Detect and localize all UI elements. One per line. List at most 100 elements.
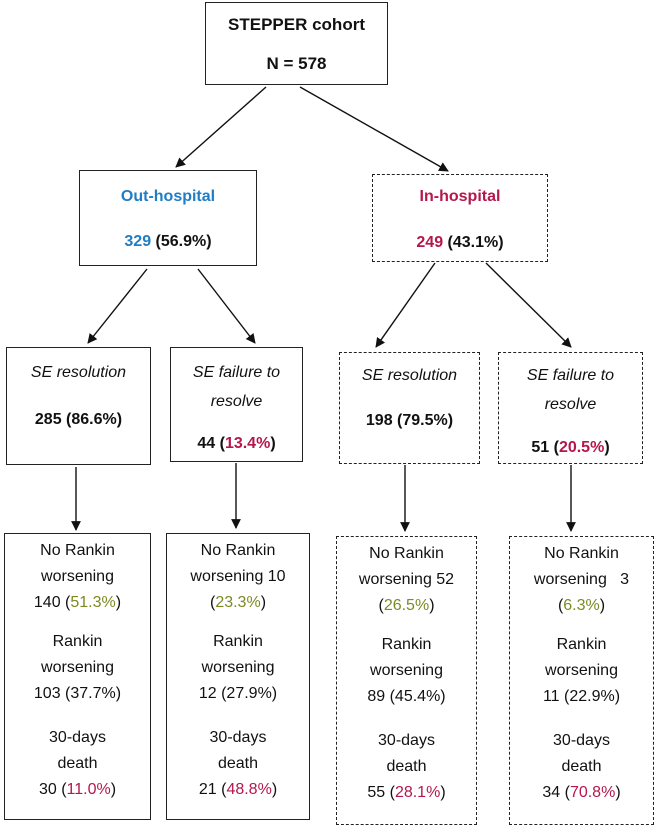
death-value: 30 (11.0%)	[5, 781, 150, 799]
outcome-label-2: resolve	[210, 393, 263, 410]
outcome-count: 44 (13.4%)	[171, 435, 302, 453]
in-hospital-count-line: 249 (43.1%)	[373, 234, 547, 252]
cohort-title: STEPPER cohort	[228, 15, 365, 34]
arrow-in-res	[375, 262, 436, 348]
value-post: )	[440, 784, 446, 801]
count-post: )	[270, 435, 276, 452]
count-highlight: 13.4%	[224, 435, 271, 452]
value-pre: (	[557, 597, 564, 614]
outcome-label: SE resolution	[361, 367, 458, 384]
result-box-in-fail: No Rankin worsening 3 (6.3%) Rankin wors…	[509, 536, 654, 825]
no-rankin-line-2: worsening	[41, 568, 114, 585]
in-hospital-pct: (43.1%)	[443, 234, 504, 251]
value-highlight: 23.3%	[215, 594, 261, 611]
out-hospital-count: 329	[124, 233, 152, 250]
no-rankin-line-1: No Rankin	[544, 545, 619, 562]
arrow-root-out	[175, 86, 267, 168]
death-line-1: 30-days	[209, 729, 267, 746]
count-highlight: 20.5%	[558, 439, 605, 456]
arrow-root-in	[299, 86, 449, 172]
rankin-value: 103 (37.7%)	[33, 685, 122, 702]
death-line-1: 30-days	[378, 732, 435, 749]
out-hospital-label: Out-hospital	[120, 188, 216, 205]
outcome-label-1: SE failure to	[526, 367, 615, 384]
value-highlight: 6.3%	[563, 597, 600, 614]
count-pre: 51 (	[531, 439, 559, 456]
no-rankin-value: (23.3%)	[167, 594, 309, 612]
outcome-box-in-res: SE resolution 198 (79.5%)	[339, 352, 480, 464]
rankin-value: 11 (22.9%)	[542, 688, 621, 705]
outcome-count: 285 (86.6%)	[34, 411, 123, 428]
out-hospital-pct: (56.9%)	[151, 233, 212, 250]
value-post: )	[110, 781, 117, 798]
count-pre: 44 (	[197, 435, 225, 452]
value-highlight: 51.3%	[70, 594, 116, 611]
value-pre: (	[378, 597, 384, 614]
in-hospital-box: In-hospital 249 (43.1%)	[372, 174, 548, 262]
in-hospital-count: 249	[416, 234, 444, 251]
arrow-in-fail	[485, 262, 572, 348]
value-post: )	[599, 597, 606, 614]
outcome-label: SE resolution	[30, 364, 127, 381]
no-rankin-line-1: No Rankin	[200, 542, 276, 559]
no-rankin-line-1: No Rankin	[369, 545, 444, 562]
out-hospital-count-line: 329 (56.9%)	[80, 233, 256, 251]
value-post: )	[260, 594, 267, 611]
death-value: 34 (70.8%)	[510, 784, 653, 802]
rankin-line-2: worsening	[545, 662, 618, 679]
no-rankin-line-2: worsening 10	[190, 568, 286, 585]
no-rankin-line-2: worsening 3	[533, 571, 630, 588]
rankin-value: 89 (45.4%)	[367, 688, 446, 705]
rankin-line-2: worsening	[370, 662, 443, 679]
outcome-box-in-fail: SE failure to resolve 51 (20.5%)	[498, 352, 643, 464]
value-pre: 34 (	[542, 784, 570, 801]
rankin-line-1: Rankin	[213, 633, 263, 650]
rankin-line-1: Rankin	[381, 636, 432, 653]
death-line-2: death	[217, 755, 259, 772]
death-line-1: 30-days	[49, 729, 106, 746]
rankin-line-1: Rankin	[52, 633, 103, 650]
result-box-out-res: No Rankin worsening 140 (51.3%) Rankin w…	[4, 533, 151, 820]
value-pre: 55 (	[367, 784, 395, 801]
value-highlight: 70.8%	[569, 784, 616, 801]
rankin-value: 12 (27.9%)	[198, 685, 278, 702]
value-highlight: 28.1%	[394, 784, 441, 801]
outcome-box-out-res: SE resolution 285 (86.6%)	[6, 347, 151, 465]
no-rankin-line-1: No Rankin	[40, 542, 115, 559]
result-box-out-fail: No Rankin worsening 10 (23.3%) Rankin wo…	[166, 533, 310, 820]
death-line-1: 30-days	[553, 732, 610, 749]
outcome-label-2: resolve	[544, 396, 597, 413]
count-post: )	[604, 439, 610, 456]
no-rankin-value: 140 (51.3%)	[5, 594, 150, 612]
value-pre: 140 (	[33, 594, 71, 611]
out-hospital-box: Out-hospital 329 (56.9%)	[79, 170, 257, 266]
arrow-out-fail	[197, 268, 256, 344]
value-pre: 21 (	[198, 781, 227, 798]
death-line-2: death	[561, 758, 602, 775]
value-highlight: 11.0%	[66, 781, 111, 798]
value-post: )	[271, 781, 278, 798]
rankin-line-2: worsening	[41, 659, 114, 676]
value-post: )	[115, 594, 122, 611]
value-highlight: 48.8%	[226, 781, 272, 798]
cohort-total: N = 578	[266, 54, 327, 73]
value-highlight: 26.5%	[383, 597, 430, 614]
value-pre: (	[209, 594, 216, 611]
death-line-2: death	[57, 755, 98, 772]
value-pre: 30 (	[38, 781, 67, 798]
rankin-line-2: worsening	[201, 659, 275, 676]
death-line-2: death	[386, 758, 427, 775]
root-cohort-box: STEPPER cohort N = 578	[205, 2, 388, 85]
arrow-out-res	[87, 268, 148, 344]
rankin-line-1: Rankin	[556, 636, 607, 653]
outcome-count: 51 (20.5%)	[499, 439, 642, 457]
outcome-label-1: SE failure to	[192, 364, 281, 381]
no-rankin-line-2: worsening 52	[358, 571, 455, 588]
outcome-box-out-fail: SE failure to resolve 44 (13.4%)	[170, 347, 303, 462]
death-value: 55 (28.1%)	[337, 784, 476, 802]
value-post: )	[615, 784, 621, 801]
no-rankin-value: (6.3%)	[510, 597, 653, 615]
outcome-count: 198 (79.5%)	[365, 412, 454, 429]
no-rankin-value: (26.5%)	[337, 597, 476, 615]
